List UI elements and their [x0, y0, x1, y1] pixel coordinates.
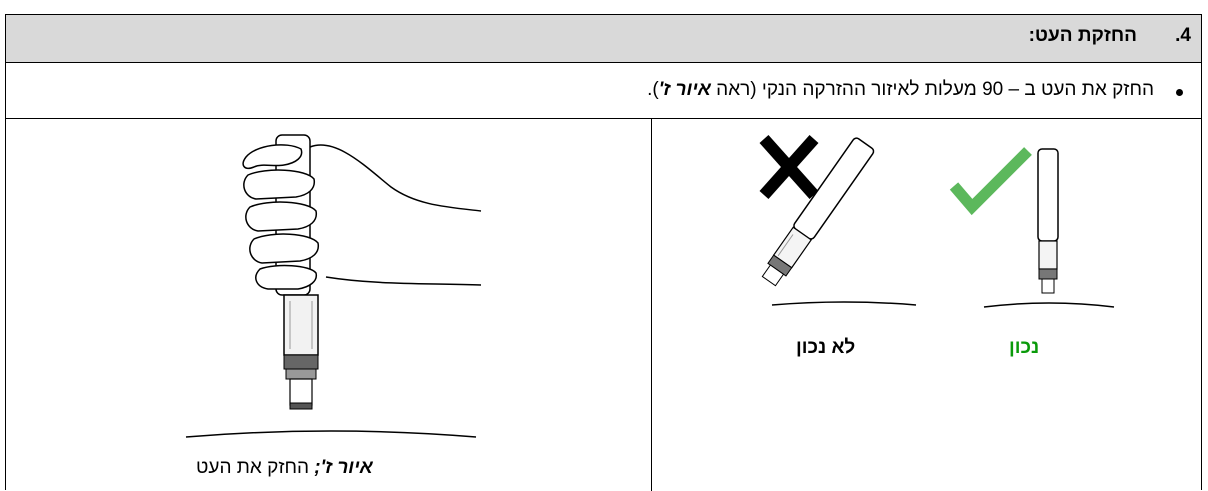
- checkmark-icon: [949, 147, 1032, 216]
- incorrect-label: לא נכון: [796, 337, 856, 358]
- pen-angle-examples: [759, 135, 1115, 308]
- column-divider: [651, 119, 652, 491]
- section-title: החזקת העט:: [1028, 25, 1137, 46]
- instruction-text: החזק את העט ב – 90 מעלות לאיזור ההזרקה ה…: [647, 79, 1154, 100]
- figure-caption: איור ז'; החזק את העט: [196, 457, 373, 478]
- section-header: .4 החזקת העט:: [6, 15, 1201, 63]
- hand-holding-pen-illustration: [185, 134, 482, 438]
- skin-line-correct: [983, 302, 1115, 308]
- instruction-row: החזק את העט ב – 90 מעלות לאיזור ההזרקה ה…: [6, 63, 1201, 119]
- figure-reference: איור ז': [658, 79, 711, 100]
- skin-line-incorrect: [771, 301, 917, 306]
- x-mark-icon: [759, 135, 819, 199]
- tilted-pen-icon: [761, 137, 875, 287]
- correct-label: נכון: [1009, 337, 1040, 358]
- vertical-pen-icon: [1037, 148, 1059, 294]
- instruction-table: .4 החזקת העט: החזק את העט ב – 90 מעלות ל…: [5, 14, 1202, 491]
- section-number: .4: [1175, 25, 1191, 46]
- bullet-icon: [1176, 89, 1183, 96]
